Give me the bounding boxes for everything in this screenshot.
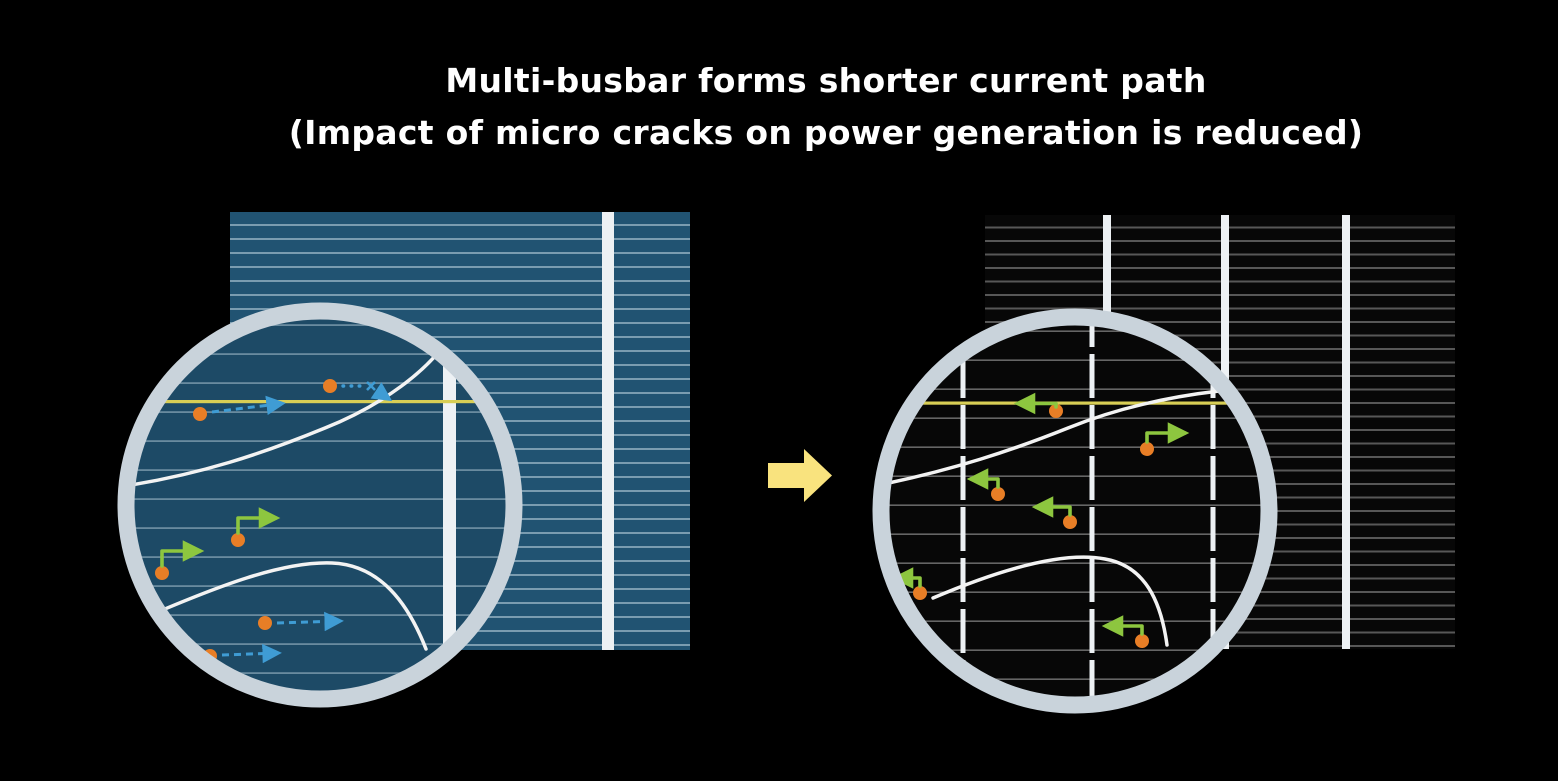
- finger-lines: [889, 325, 1261, 697]
- diagram-title: Multi-busbar forms shorter current path …: [289, 55, 1364, 159]
- magnifier-circle-icon: [872, 308, 1278, 714]
- short-path-arrow: [1101, 615, 1144, 637]
- micro-crack: [889, 389, 1221, 487]
- electron-dot: [155, 566, 169, 580]
- blocked-current-path: [258, 611, 344, 632]
- electron-dot: [913, 586, 927, 600]
- electron-dot: [231, 533, 245, 547]
- long-path-arrow: [221, 643, 282, 664]
- electron-dot: [1049, 404, 1063, 418]
- magnified-view-left: [134, 319, 506, 691]
- blocked-current-path: [323, 379, 393, 402]
- short-current-path: [1031, 496, 1077, 529]
- short-current-path: [1013, 392, 1063, 418]
- short-current-path: [1101, 615, 1149, 648]
- magnifier-circle-icon: [117, 302, 523, 708]
- electron-dot: [1063, 515, 1077, 529]
- electron-dot: [193, 407, 207, 421]
- highlighted-finger-line: [889, 401, 1261, 405]
- busbar: [602, 212, 614, 650]
- micro-crack: [931, 555, 1169, 647]
- long-path-arrow: [370, 382, 393, 402]
- highlighted-finger-line: [134, 400, 506, 404]
- short-current-path: [891, 567, 927, 600]
- short-current-path: [231, 507, 281, 547]
- block-arrow-right-icon: [768, 449, 832, 502]
- short-current-path: [966, 468, 1005, 501]
- short-path-arrow: [1013, 392, 1058, 415]
- magnifier-ring: [117, 302, 523, 708]
- short-path-arrow: [966, 468, 1000, 490]
- busbar: [443, 319, 456, 691]
- micro-crack: [134, 330, 455, 489]
- short-path-arrow: [891, 567, 922, 589]
- busbar: [1342, 215, 1350, 649]
- short-current-path: [155, 540, 205, 580]
- short-path-arrow: [1031, 496, 1072, 518]
- long-path-arrow: [276, 611, 344, 632]
- short-path-arrow: [160, 540, 205, 568]
- title-line-2: (Impact of micro cracks on power generat…: [288, 113, 1364, 152]
- short-path-arrow: [1145, 422, 1190, 444]
- electron-dot: [258, 616, 272, 630]
- electron-dot: [1135, 634, 1149, 648]
- short-path-arrow: [236, 507, 281, 535]
- electron-dot: [991, 487, 1005, 501]
- finger-lines: [134, 319, 506, 691]
- electron-dot: [1140, 442, 1154, 456]
- magnifier-ring: [872, 308, 1278, 714]
- title-line-1: Multi-busbar forms shorter current path: [445, 61, 1207, 100]
- blocked-current-path: [193, 395, 286, 421]
- micro-crack: [144, 561, 428, 651]
- electron-dot: [323, 379, 337, 393]
- magnified-view-right: [889, 325, 1261, 697]
- short-current-path: [1140, 422, 1190, 456]
